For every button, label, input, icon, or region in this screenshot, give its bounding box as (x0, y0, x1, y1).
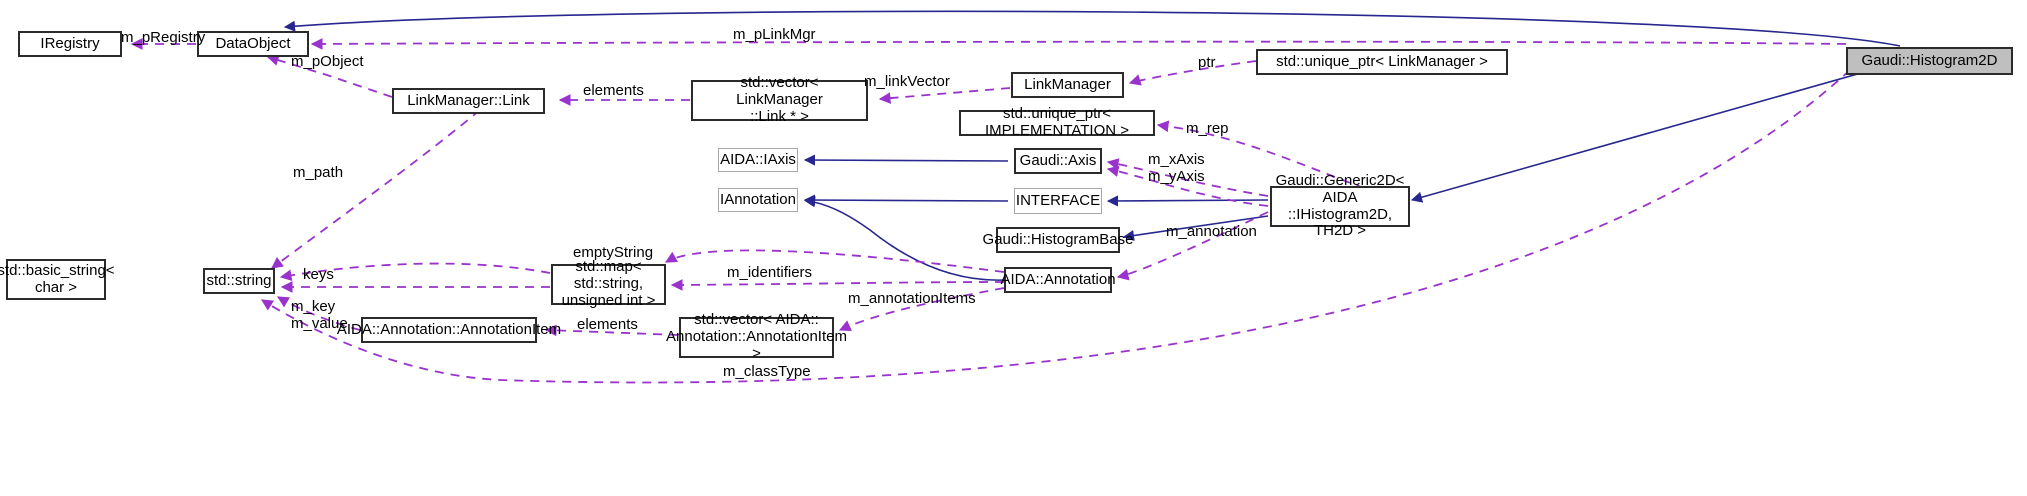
edge-label-m-classtype: m_classType (723, 363, 811, 380)
edge-generic2d-to-histogrambase (1122, 215, 1269, 242)
node-gaudi-histogrambase[interactable]: Gaudi::HistogramBase (983, 227, 1133, 253)
edge-vectorannitem-to-annotationitem (544, 324, 679, 337)
node-aida-iaxis[interactable]: AIDA::IAxis (718, 148, 798, 172)
edge-generic2d-to-gaudiaxis (1106, 158, 1269, 197)
edge-label-keys: keys (303, 266, 334, 283)
node-std-map[interactable]: std::map< std::string, unsigned int > (551, 258, 666, 309)
edge-stdmap-to-stdstring-empty (279, 262, 551, 282)
node-annotation-item[interactable]: AIDA::Annotation::AnnotationItem (337, 317, 561, 343)
node-unique-ptr-linkmanager[interactable]: std::unique_ptr< LinkManager > (1256, 49, 1508, 75)
edge-histogram2d-to-generic2d (1410, 61, 1901, 203)
edge-gaudiaxis-to-aidaiaxis (803, 154, 1009, 166)
edge-label-m-annotation: m_annotation (1166, 223, 1257, 240)
edge-aidaannotation-to-emptystring (664, 249, 1005, 273)
edge-uniqueptrlm-to-linkmanager (1128, 60, 1257, 86)
edge-generic2d-to-uniqueptrimpl (1156, 120, 1381, 195)
edge-label-m-pregistry: m_pRegistry (121, 29, 206, 46)
edge-label-m-path: m_path (293, 164, 344, 181)
edge-linkmanager-to-vectorlink (878, 87, 1011, 104)
usage-edges (130, 38, 1851, 384)
node-interface[interactable]: INTERFACE (1014, 188, 1102, 214)
edge-label-elements-item: elements (577, 316, 638, 333)
node-unique-ptr-implementation[interactable]: std::unique_ptr< IMPLEMENTATION > (959, 105, 1155, 139)
edge-linkmanagerlink-to-dataobject (266, 54, 393, 98)
node-vector-annotation-item[interactable]: std::vector< AIDA:: Annotation::Annotati… (666, 311, 847, 362)
inheritance-edges (283, 10, 1901, 281)
edge-label-m-identifiers: m_identifiers (727, 264, 813, 281)
node-linkmanager-link[interactable]: LinkManager::Link (392, 88, 545, 114)
node-iregistry[interactable]: IRegistry (18, 31, 122, 57)
edge-label-m-axes: m_xAxis m_yAxis (1148, 151, 1205, 185)
edge-linkmanagerlink-to-stdstring-path (271, 109, 481, 269)
node-basic-string[interactable]: std::basic_string< char > (0, 259, 115, 300)
edge-label-m-pobject: m_pObject (291, 53, 364, 70)
edge-label-m-linkvector: m_linkVector (864, 73, 950, 90)
node-vector-linkmanager-link[interactable]: std::vector< LinkManager ::Link * > (691, 74, 868, 125)
edge-aidaannotation-to-vectorannitem (838, 287, 1005, 332)
edge-aidaannotation-to-stdmap (670, 279, 1005, 291)
edge-aidaannotation-to-iannotation (803, 196, 1005, 281)
edge-label-m-key-value: m_key m_value (291, 298, 348, 332)
edge-generic2d-to-gaudiaxis-2 (1106, 165, 1269, 207)
edge-generic2d-to-aidaannotation (1116, 211, 1269, 281)
edge-interface-to-iannotation (803, 194, 1009, 206)
edge-label-emptystring: emptyString (573, 244, 654, 261)
edge-label-elements-link: elements (583, 82, 644, 99)
node-aida-annotation[interactable]: AIDA::Annotation (1000, 267, 1116, 293)
edge-label-m-rep: m_rep (1186, 120, 1229, 137)
node-gaudi-axis[interactable]: Gaudi::Axis (1014, 148, 1102, 174)
edge-label-m-annotationitems: m_annotationItems (848, 290, 976, 307)
edge-histogram2d-to-dataobject-linkmgr (310, 38, 1847, 50)
node-gaudi-generic2d[interactable]: Gaudi::Generic2D< AIDA ::IHistogram2D, T… (1270, 172, 1410, 239)
edge-histogram2d-to-dataobject (283, 10, 1901, 47)
edge-label-ptr: ptr (1198, 54, 1216, 71)
edge-label-m-plinkmgr: m_pLinkMgr (733, 26, 816, 43)
node-linkmanager[interactable]: LinkManager (1011, 72, 1124, 98)
node-std-string[interactable]: std::string (203, 268, 275, 294)
node-gaudi-histogram2d[interactable]: Gaudi::Histogram2D (1846, 47, 2013, 75)
node-dataobject[interactable]: DataObject (197, 31, 309, 57)
edge-annotationitem-to-stdstring-keyvalue (276, 296, 361, 331)
node-iannotation[interactable]: IAnnotation (718, 188, 798, 212)
edge-generic2d-to-interface (1106, 195, 1269, 207)
